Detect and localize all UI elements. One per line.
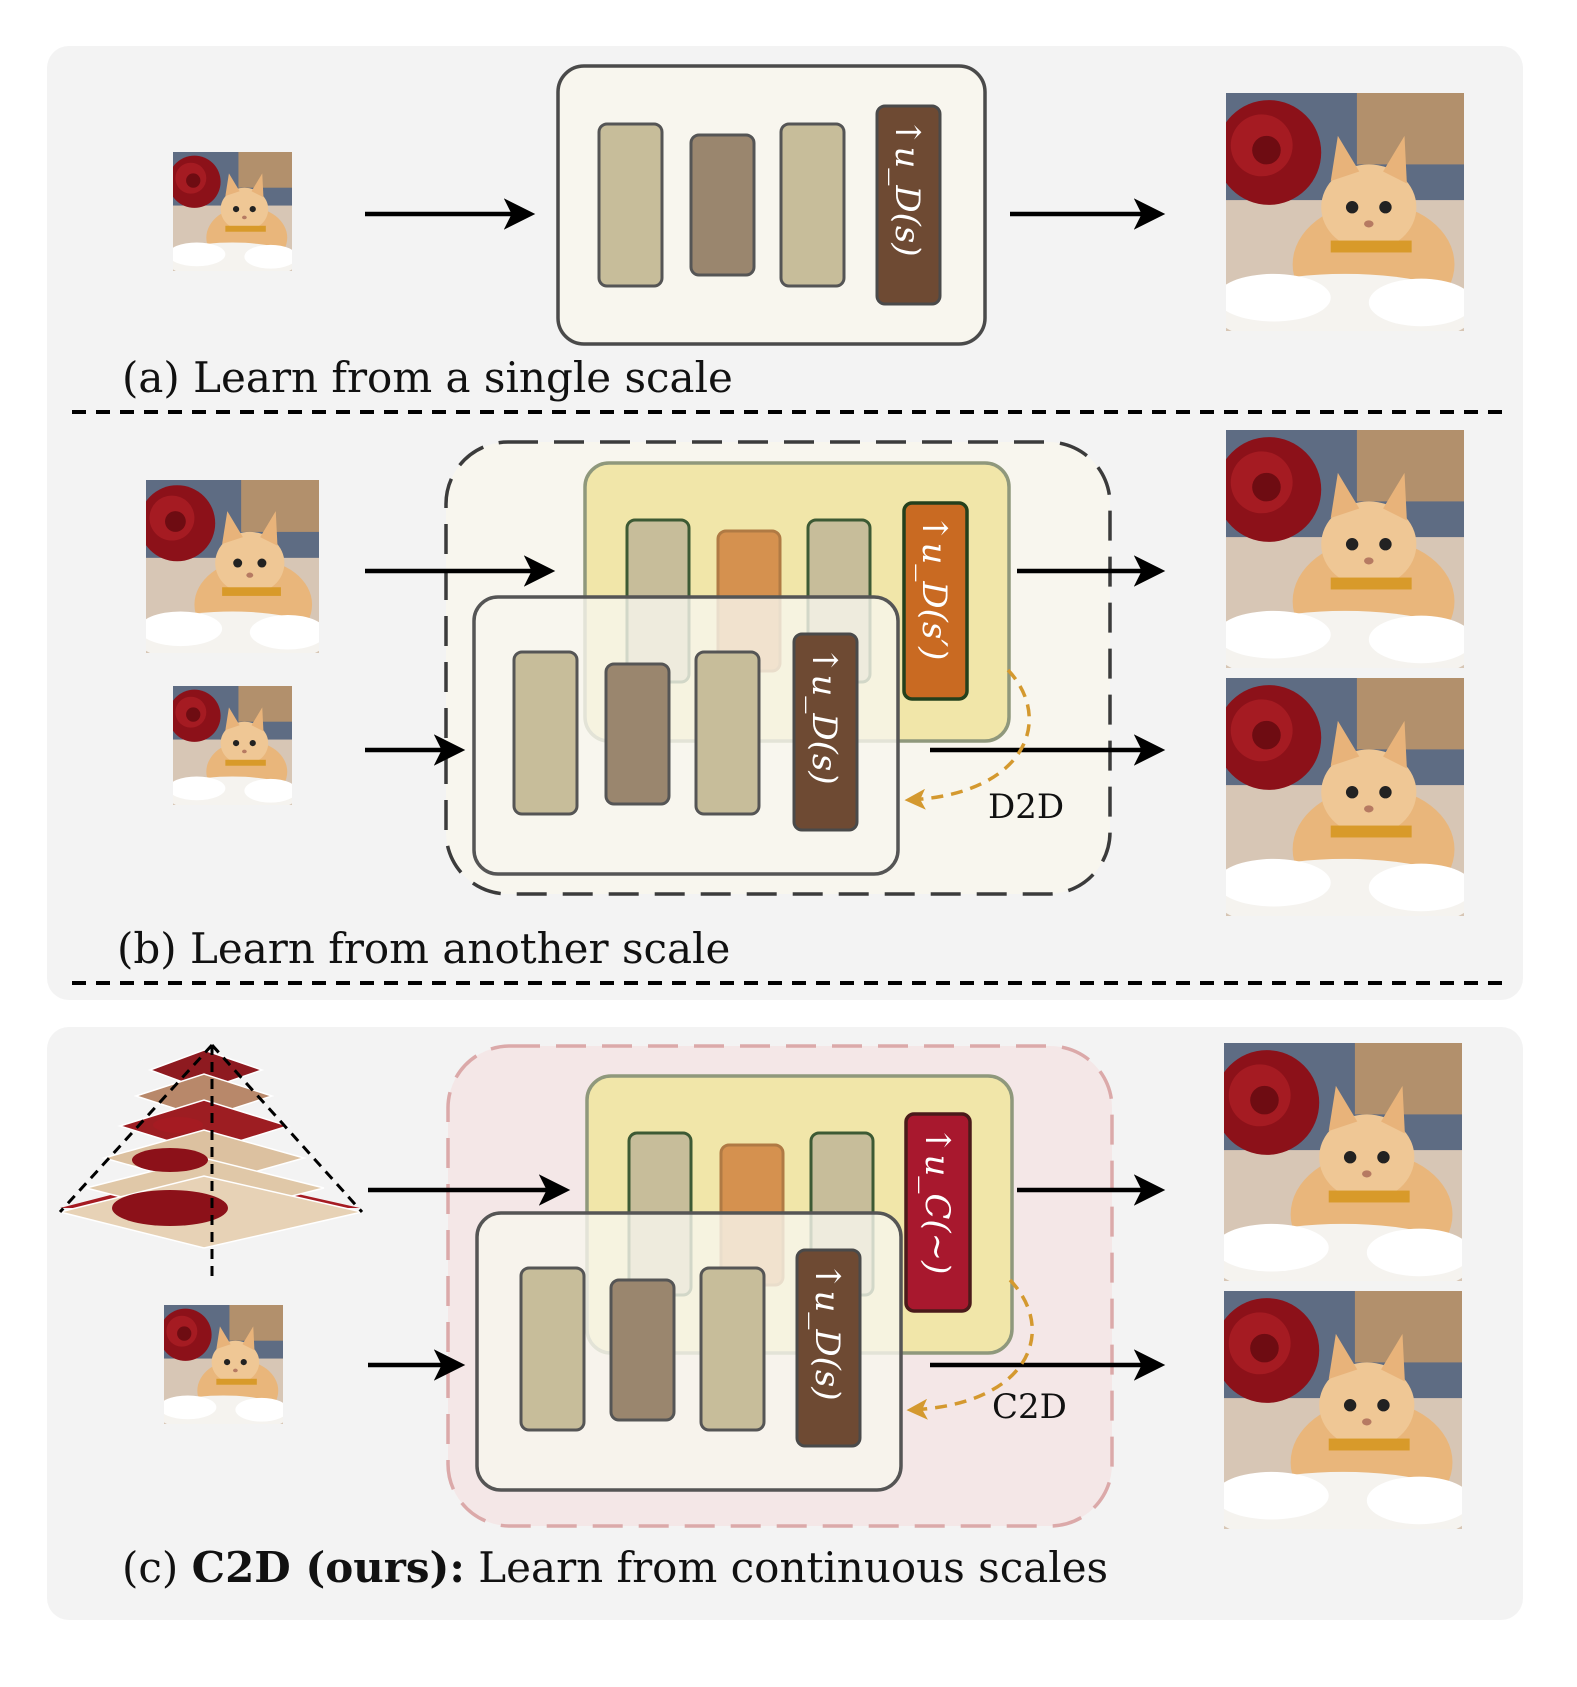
- caption-c-rest: Learn from continuous scales: [465, 1543, 1108, 1592]
- layer-block: [779, 122, 846, 288]
- section-b: ↑u_D(s′) ↑u_D(s) D2D (b) Learn from anot…: [117, 430, 1464, 973]
- distill-arrow-c2d: [906, 1278, 1034, 1420]
- section-c: ↑u_C(∼) ↑u_D(s) C2D (c) C2D (ours): Lear…: [58, 1043, 1462, 1592]
- upsampler-label-c-student: ↑u_D(s): [807, 1262, 847, 1401]
- label-c2d: C2D: [992, 1387, 1067, 1427]
- output-image-c-top: [1224, 1043, 1462, 1281]
- upsampler-label-a: ↑u_D(s): [887, 118, 927, 257]
- caption-c: (c) C2D (ours): Learn from continuous sc…: [122, 1543, 1108, 1592]
- caption-c-bold: C2D (ours):: [192, 1543, 465, 1592]
- layer-block: [689, 133, 756, 277]
- student-network-box-b: [472, 595, 900, 876]
- output-image-a: [1226, 93, 1464, 331]
- layer-block: [597, 122, 664, 288]
- layer-block: [699, 1266, 766, 1432]
- upsampler-label-b-student: ↑u_D(s): [804, 646, 844, 785]
- upsampler-label-c-teacher: ↑u_C(∼): [917, 1126, 957, 1274]
- layer-block: [609, 1278, 676, 1422]
- layer-block: [519, 1266, 586, 1432]
- distill-arrow-d2d: [904, 668, 1031, 810]
- input-image-small-b: [173, 686, 292, 805]
- upsampler-block-c-student: [795, 1248, 862, 1448]
- layer-block: [604, 662, 671, 806]
- label-d2d: D2D: [988, 787, 1064, 827]
- layer-block: [512, 650, 579, 816]
- caption-b: (b) Learn from another scale: [117, 924, 730, 973]
- output-image-b-bottom: [1226, 678, 1464, 916]
- caption-a: (a) Learn from a single scale: [122, 353, 733, 402]
- input-image-small-c: [164, 1305, 283, 1424]
- layer-block: [694, 650, 761, 816]
- upsampler-label-b-teacher: ↑u_D(s′): [914, 514, 954, 660]
- upsampler-block-c-teacher: [904, 1112, 972, 1313]
- image-pyramid: [58, 1043, 364, 1278]
- section-a: ↑u_D(s) (a) Learn from a single scale: [122, 64, 1464, 402]
- upsampler-block-b-teacher: [902, 501, 969, 701]
- upsampler-block-b-student: [792, 632, 859, 832]
- output-image-b-top: [1226, 430, 1464, 668]
- output-image-c-bottom: [1224, 1291, 1462, 1529]
- upsampler-block-a: [875, 104, 942, 306]
- input-image-large-b: [146, 480, 319, 653]
- caption-c-prefix: (c): [122, 1543, 192, 1592]
- input-image-small-a: [173, 152, 292, 271]
